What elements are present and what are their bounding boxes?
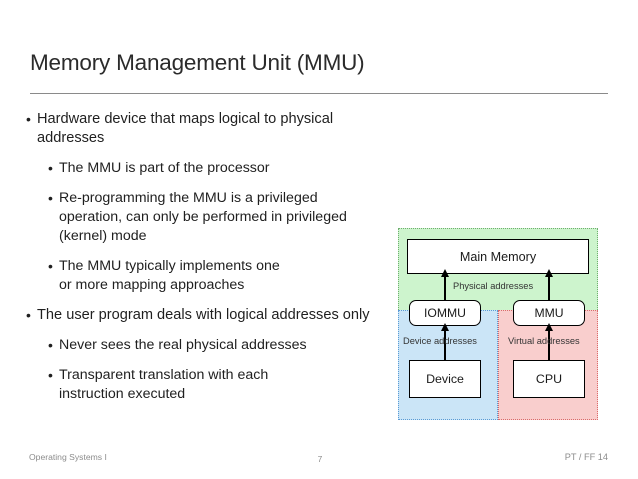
mmu-architecture-diagram: Main Memory IOMMU MMU Device CPU Physica… [398,228,598,420]
footer-credit: PT / FF 14 [564,452,608,462]
bullet-text: The MMU typically implements one or more… [59,258,280,293]
list-item: • The MMU typically implements one or mo… [48,257,396,295]
edge-label-device-addresses: Device addresses [403,336,477,346]
bullet-dot-icon: • [26,111,31,127]
footer-course-name: Operating Systems I [29,452,107,462]
main-memory-box: Main Memory [407,239,589,274]
bullet-list: • Hardware device that maps logical to p… [26,110,396,415]
arrow-iommu-to-main-memory-icon [440,269,449,300]
list-item: • The user program deals with logical ad… [26,306,396,325]
bullet-text: Re-programming the MMU is a privileged o… [59,190,347,244]
bullet-text: The user program deals with logical addr… [37,307,370,323]
bullet-text: The MMU is part of the processor [59,160,270,176]
bullet-dot-icon: • [26,307,31,323]
bullet-dot-icon: • [48,190,53,206]
bullet-text: Transparent translation with each instru… [59,367,269,402]
title-divider [30,93,608,94]
bullet-dot-icon: • [48,367,53,383]
device-box: Device [409,360,481,398]
list-item: • Hardware device that maps logical to p… [26,110,396,148]
arrow-cpu-to-mmu-icon [544,323,553,360]
list-item: • Transparent translation with each inst… [48,366,396,404]
arrow-device-to-iommu-icon [440,323,449,360]
edge-label-virtual-addresses: Virtual addresses [508,336,580,346]
cpu-box: CPU [513,360,585,398]
list-item: • Never sees the real physical addresses [48,336,396,355]
arrow-mmu-to-main-memory-icon [544,269,553,300]
iommu-box: IOMMU [409,300,481,326]
page-title: Memory Management Unit (MMU) [30,50,365,75]
bullet-dot-icon: • [48,337,53,353]
bullet-text: Hardware device that maps logical to phy… [37,111,334,146]
edge-label-physical-addresses: Physical addresses [453,281,534,291]
bullet-dot-icon: • [48,160,53,176]
list-item: • Re-programming the MMU is a privileged… [48,189,396,246]
bullet-text: Never sees the real physical addresses [59,337,307,353]
bullet-dot-icon: • [48,258,53,274]
footer-page-number: 7 [317,454,323,464]
list-item: • The MMU is part of the processor [48,159,396,178]
